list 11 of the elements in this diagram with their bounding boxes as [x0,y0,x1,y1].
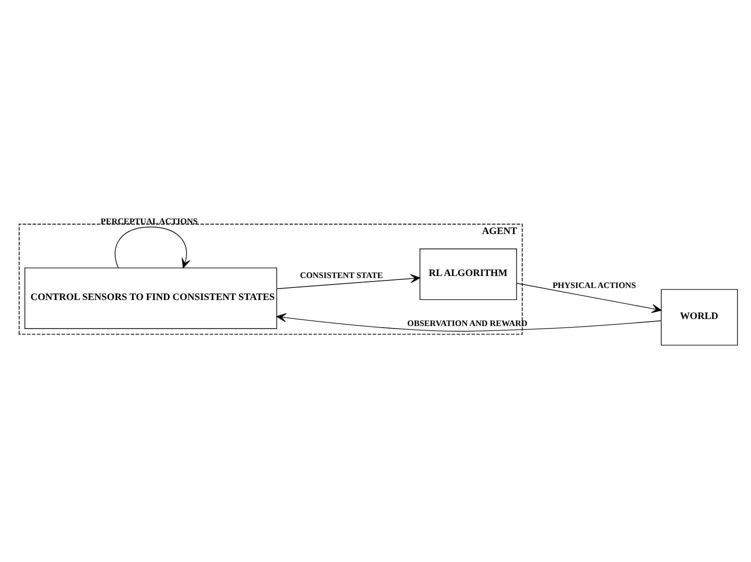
arrow [516,282,662,313]
edge-label: PHYSICAL ACTIONS [552,280,636,290]
node-box: RL ALGORITHM [420,248,517,300]
node-box: WORLD [660,288,738,346]
edge-label: CONSISTENT STATE [300,270,383,280]
edge-label: OBSERVATION AND REWARD [407,318,528,328]
node-box: CONTROL SENSORS TO FIND CONSISTENT STATES [24,267,278,328]
arrow [276,312,662,332]
edge-label: PERCEPTUAL ACTIONS [100,215,198,226]
arrow [114,226,190,268]
arrow [276,274,420,289]
